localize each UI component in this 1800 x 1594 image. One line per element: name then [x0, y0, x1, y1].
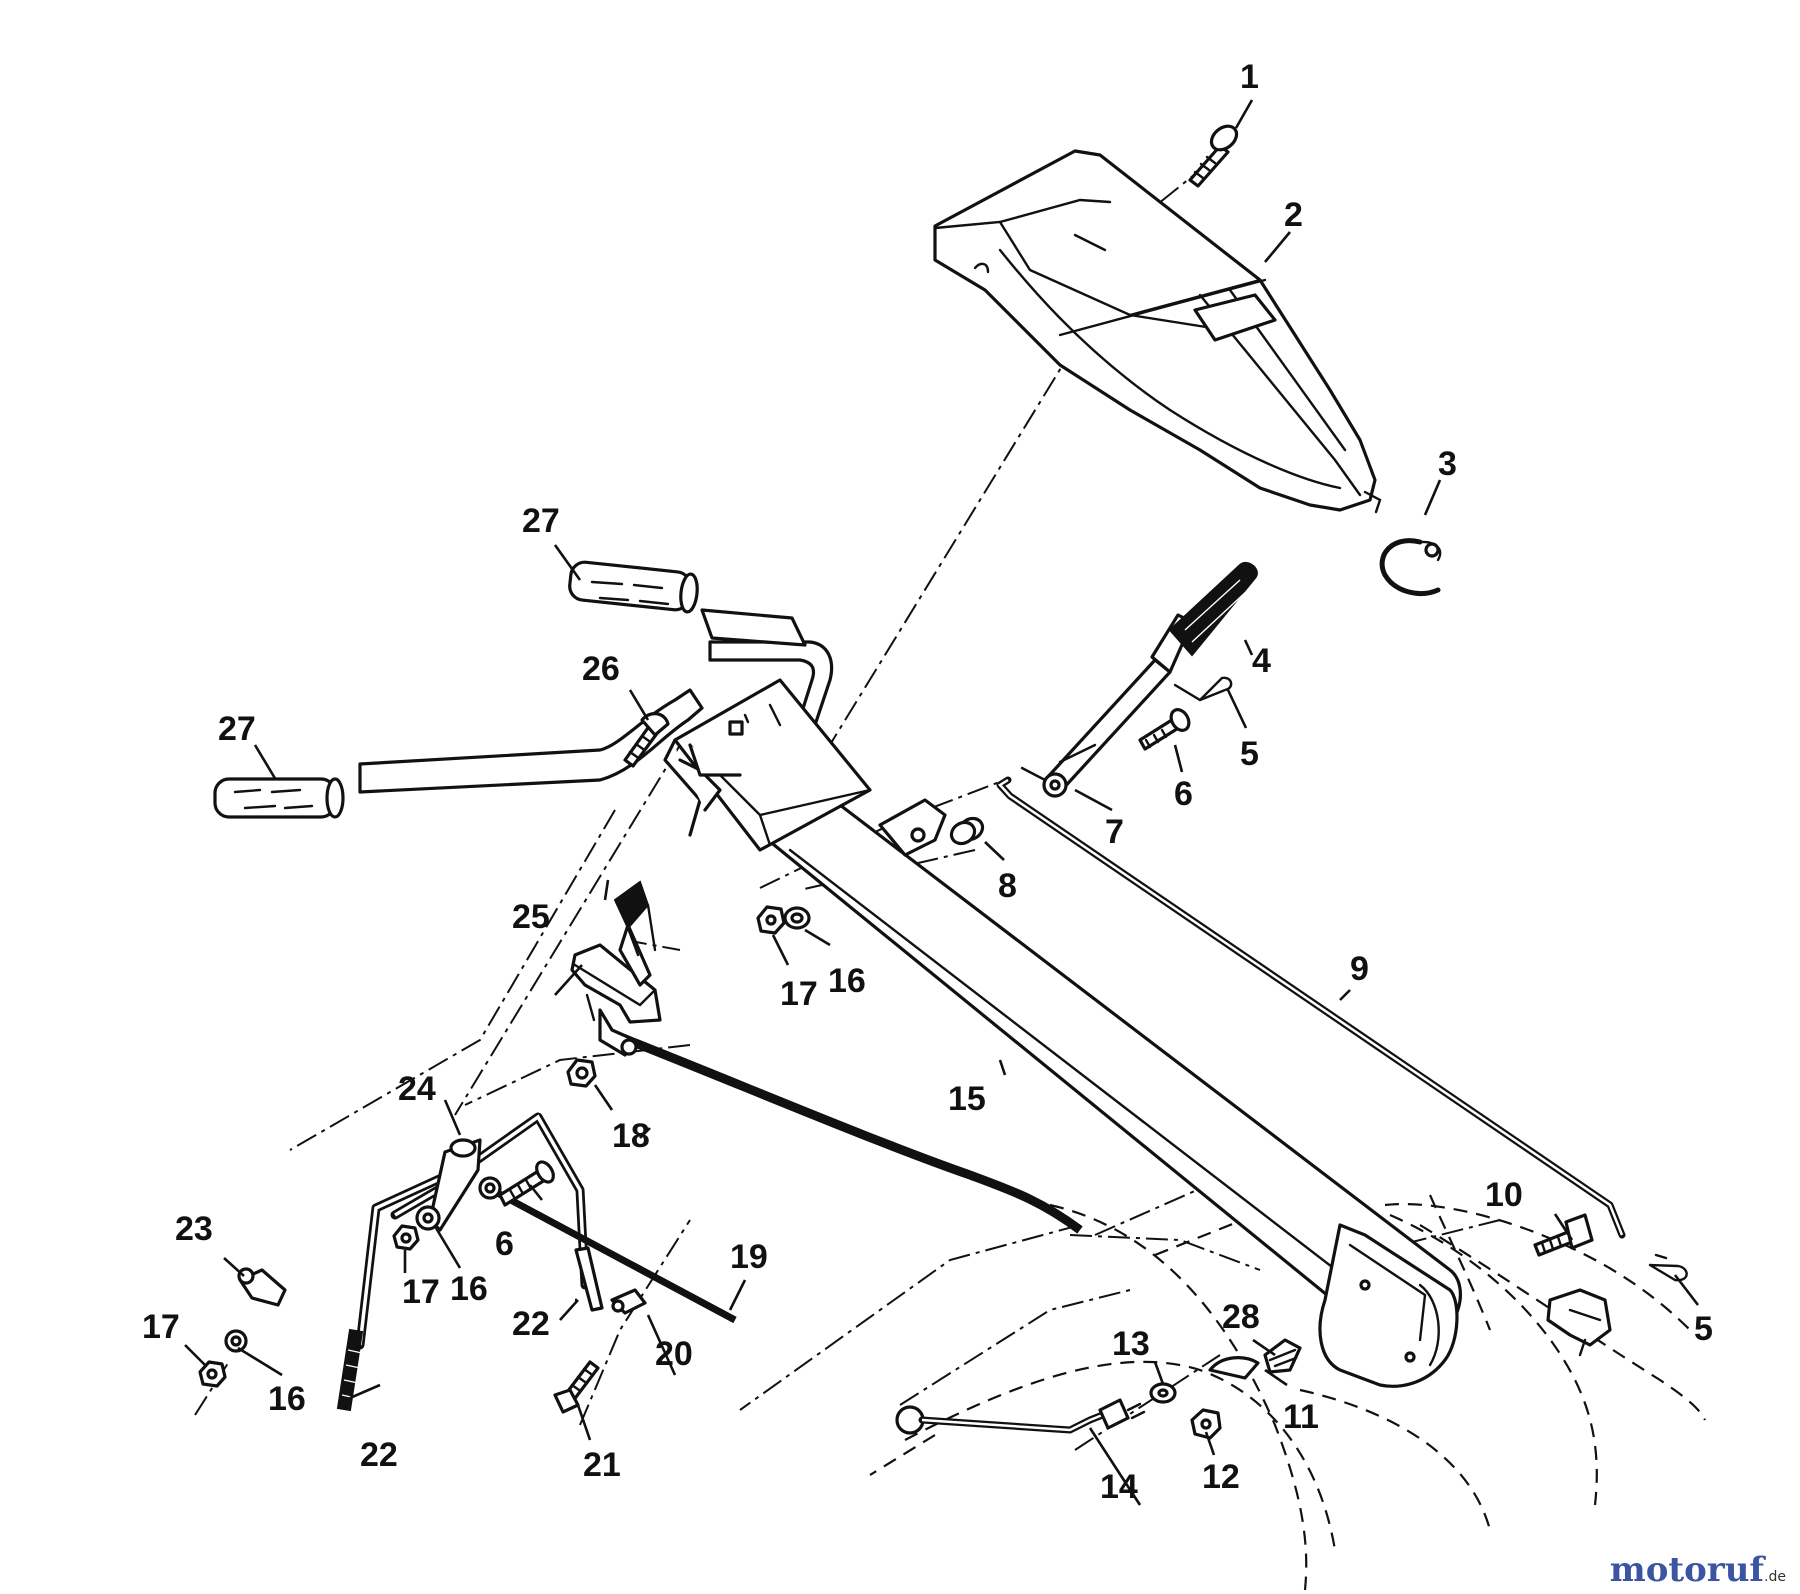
callout-27-lower: 27: [218, 710, 256, 748]
nut-part-18: [566, 1058, 597, 1088]
handlebar-part-27: [213, 560, 834, 819]
bolt-part-6-lower: [498, 1160, 555, 1207]
handle-tube-part-15: [663, 678, 1462, 1388]
callout-13: 13: [1112, 1325, 1150, 1363]
callout-4: 4: [1252, 642, 1271, 680]
watermark-suffix: .de: [1764, 1569, 1786, 1585]
knob-part-28: [1263, 1338, 1302, 1374]
callout-5-upper: 5: [1240, 735, 1259, 773]
callout-16-lower: 16: [268, 1380, 306, 1418]
callout-21: 21: [583, 1446, 621, 1484]
callout-19: 19: [730, 1238, 768, 1276]
watermark-logo: motoruf.de: [1610, 1550, 1786, 1590]
nut-part-17-middle: [392, 1224, 420, 1251]
screw-part-1: [1188, 124, 1239, 188]
callout-16-upper: 16: [828, 962, 866, 1000]
callout-27-upper: 27: [522, 502, 560, 540]
callout-11: 11: [1283, 1398, 1319, 1436]
callout-10: 10: [1485, 1176, 1523, 1214]
callout-18: 18: [612, 1117, 650, 1155]
callout-16-middle: 16: [450, 1270, 488, 1308]
callout-9: 9: [1350, 950, 1369, 988]
nut-part-17-lower: [198, 1360, 227, 1388]
callout-3: 3: [1438, 445, 1457, 483]
rod-part-22-right: [574, 1246, 604, 1312]
callout-labels: 1 2 3 4 5 5 6 6 7 8 9 10 11 12 13 14 15 …: [142, 58, 1713, 1506]
shift-lever-part-7: [1042, 613, 1194, 798]
rod-part-22-left: [336, 1328, 364, 1412]
depth-lever-part-14: [895, 1398, 1146, 1435]
callout-26: 26: [582, 650, 620, 688]
clamp-part-20: [610, 1288, 647, 1315]
hairpin-clip-part-5-upper: [1173, 676, 1233, 702]
clip-part-23: [237, 1267, 287, 1307]
callout-14: 14: [1100, 1468, 1138, 1506]
callout-22-left: 22: [360, 1436, 398, 1474]
bolt-part-10: [1533, 1213, 1594, 1257]
callout-5-lower: 5: [1694, 1310, 1713, 1348]
bracket-part-25: [570, 880, 662, 1057]
bushing-part-8: [949, 816, 985, 846]
nut-part-17-upper: [756, 905, 786, 935]
shift-rod-part-9: [996, 766, 1626, 1239]
hand-grip-upper: [568, 560, 692, 612]
retaining-ring-part-3: [1379, 538, 1442, 596]
callout-6-lower: 6: [495, 1225, 514, 1263]
callout-leaders: [184, 99, 1700, 1506]
nut-part-12: [1190, 1408, 1222, 1440]
callout-8: 8: [998, 867, 1017, 905]
watermark-brand: motoruf: [1609, 1550, 1765, 1590]
callout-25: 25: [512, 898, 550, 936]
shift-bracket: [1546, 1288, 1612, 1357]
callout-6-upper: 6: [1174, 775, 1193, 813]
control-bail-part-24: [355, 1112, 590, 1350]
callout-28: 28: [1222, 1298, 1260, 1336]
bolt-part-6-upper: [1138, 708, 1191, 751]
callout-24: 24: [398, 1070, 436, 1108]
callout-17-middle: 17: [402, 1273, 440, 1311]
washer-part-13: [1149, 1382, 1177, 1404]
washer-part-16-upper: [783, 906, 811, 930]
plate-part-11: [1208, 1356, 1260, 1380]
hand-grip-lower: [213, 777, 337, 819]
callout-1: 1: [1240, 58, 1259, 96]
cable-part-19-lower: [478, 1176, 737, 1324]
callout-20: 20: [655, 1335, 693, 1373]
callout-17-upper: 17: [780, 975, 818, 1013]
callout-22-right: 22: [512, 1305, 550, 1343]
callout-17-lower: 17: [142, 1308, 180, 1346]
callout-7: 7: [1105, 813, 1124, 851]
callout-15: 15: [948, 1080, 986, 1118]
handle-shield: [933, 149, 1382, 514]
cable-part-19-upper: [613, 1030, 1083, 1234]
hairpin-clip-part-5-lower: [1648, 1253, 1688, 1282]
callout-23: 23: [175, 1210, 213, 1248]
washer-part-16-middle: [415, 1205, 441, 1231]
callout-12: 12: [1202, 1458, 1240, 1496]
bolt-part-21: [553, 1360, 600, 1414]
lever-knob-part-4: [1168, 561, 1258, 657]
washer-part-16-lower: [224, 1329, 248, 1353]
callout-2: 2: [1284, 196, 1303, 234]
